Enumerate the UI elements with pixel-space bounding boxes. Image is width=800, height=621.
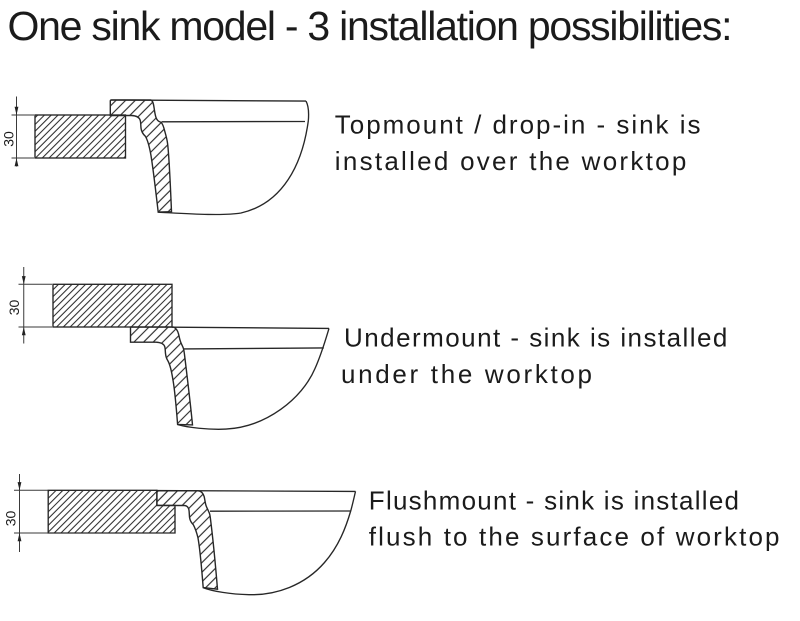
svg-text:Flushmount - sink is installed: Flushmount - sink is installed — [369, 486, 739, 516]
svg-text:installed over the worktop: installed over the worktop — [335, 146, 687, 176]
svg-text:Undermount - sink is installed: Undermount - sink is installed — [344, 323, 727, 353]
svg-text:30: 30 — [3, 511, 19, 527]
svg-text:under the worktop: under the worktop — [341, 359, 592, 389]
svg-text:30: 30 — [6, 300, 22, 316]
svg-text:30: 30 — [1, 131, 17, 147]
svg-text:One sink model - 3 installatio: One sink model - 3 installation possibil… — [8, 3, 733, 49]
svg-text:flush to the surface of workto: flush to the surface of worktop — [369, 522, 780, 552]
svg-text:Topmount / drop-in - sink is: Topmount / drop-in - sink is — [335, 110, 701, 140]
